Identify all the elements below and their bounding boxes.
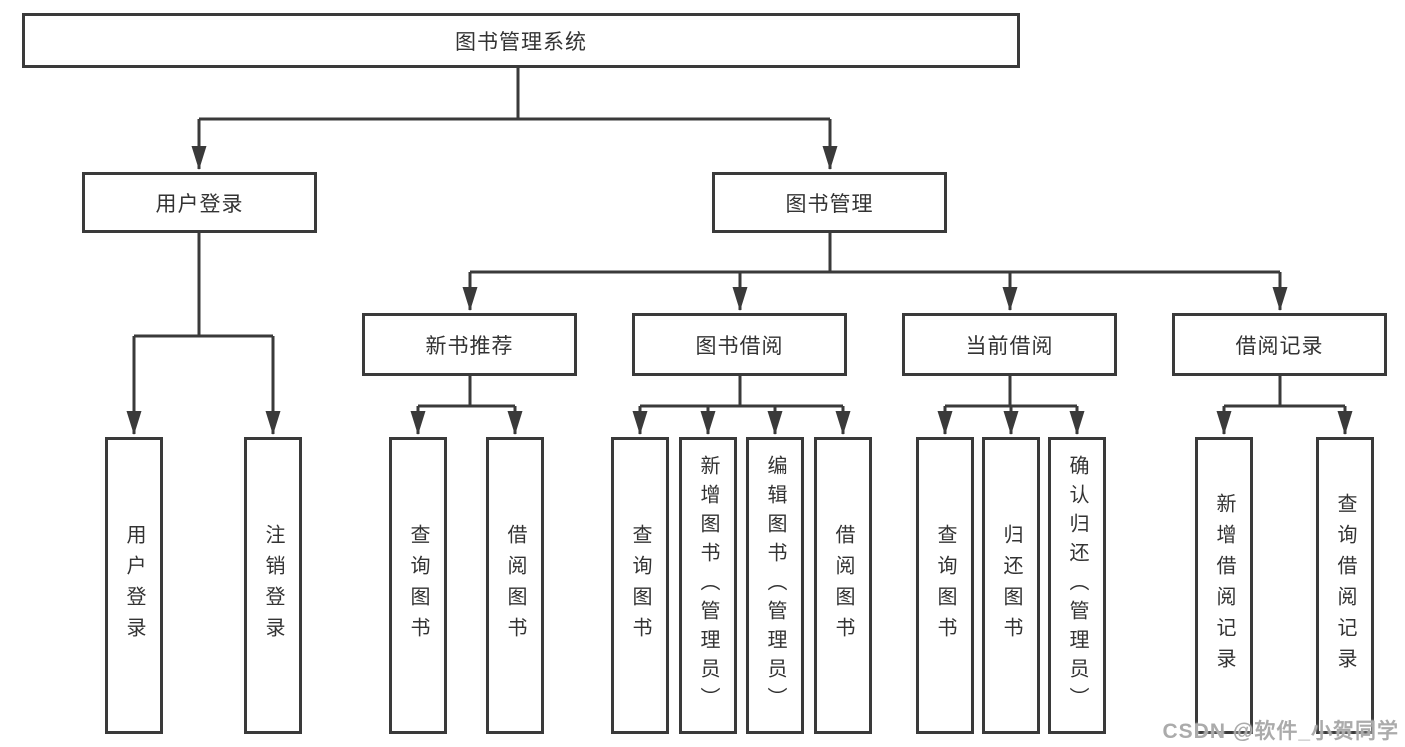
leaf-label: 查询图书	[934, 523, 956, 648]
node-label: 图书借阅	[695, 334, 784, 358]
leaf-label: 查询图书	[629, 523, 651, 648]
leaf-edit-books-admin: 编辑图书（管理员）	[746, 437, 804, 734]
leaf-label: 查询图书	[407, 523, 429, 648]
csdn-watermark: CSDN @软件_小贺同学	[1162, 720, 1399, 743]
node-label: 当前借阅	[965, 334, 1054, 358]
leaf-borrow-books-recommend: 借阅图书	[486, 437, 544, 734]
leaf-query-books-current: 查询图书	[916, 437, 974, 734]
leaf-user-login: 用户登录	[105, 437, 163, 734]
node-book-management: 图书管理	[712, 172, 947, 233]
leaf-add-books-admin: 新增图书（管理员）	[679, 437, 737, 734]
leaf-label: 查询借阅记录	[1334, 492, 1356, 679]
leaf-label: 借阅图书	[832, 523, 854, 648]
leaf-query-books-borrowing: 查询图书	[611, 437, 669, 734]
node-label: 图书管理系统	[455, 30, 587, 54]
leaf-label: 新增借阅记录	[1213, 492, 1235, 679]
leaf-label: 用户登录	[123, 523, 145, 648]
leaf-confirm-return-admin: 确认归还（管理员）	[1048, 437, 1106, 734]
node-user-login: 用户登录	[82, 172, 317, 233]
node-library-management-system: 图书管理系统	[22, 13, 1020, 68]
node-label: 图书管理	[785, 192, 874, 216]
node-new-book-recommendation: 新书推荐	[362, 313, 577, 376]
leaf-label: 归还图书	[1000, 523, 1022, 648]
leaf-label: 注销登录	[262, 523, 284, 648]
leaf-query-books-recommend: 查询图书	[389, 437, 447, 734]
leaf-return-books: 归还图书	[982, 437, 1040, 734]
node-current-borrowing: 当前借阅	[902, 313, 1117, 376]
node-label: 新书推荐	[425, 334, 514, 358]
leaf-label: 确认归还（管理员）	[1066, 455, 1088, 716]
leaf-label: 借阅图书	[504, 523, 526, 648]
leaf-query-borrow-record: 查询借阅记录	[1316, 437, 1374, 734]
node-label: 用户登录	[155, 192, 244, 216]
node-borrowing-records: 借阅记录	[1172, 313, 1387, 376]
leaf-label: 编辑图书（管理员）	[764, 455, 786, 716]
leaf-label: 新增图书（管理员）	[697, 455, 719, 716]
connector-arrows	[126, 119, 1353, 435]
node-book-borrowing: 图书借阅	[632, 313, 847, 376]
leaf-logout: 注销登录	[244, 437, 302, 734]
leaf-add-borrow-record: 新增借阅记录	[1195, 437, 1253, 734]
node-label: 借阅记录	[1235, 334, 1324, 358]
leaf-borrow-books: 借阅图书	[814, 437, 872, 734]
